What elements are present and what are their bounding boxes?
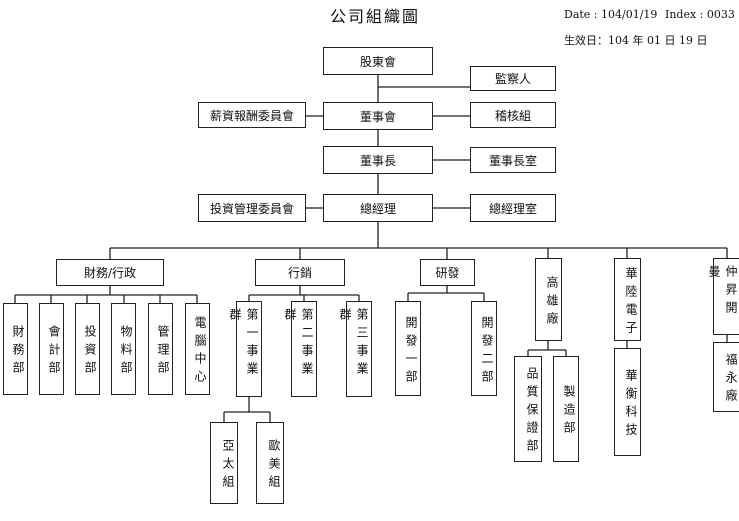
dept-finance-admin: 財務/行政 bbox=[56, 259, 164, 286]
dept-sales: 行銷 bbox=[255, 259, 345, 286]
unit-management: 管理部 bbox=[148, 303, 173, 395]
index-label: Index : 0033 bbox=[665, 8, 735, 21]
salary-committee: 薪資報酬委員會 bbox=[198, 102, 306, 128]
chairman-office: 董事長室 bbox=[470, 147, 556, 173]
unit-asia-pacific: 亞太組 bbox=[210, 422, 238, 504]
unit-business-group-3: 第三事業群 bbox=[338, 301, 372, 397]
gm-office: 總經理室 bbox=[470, 194, 556, 222]
dept-zhongsheng-cayman: 仲昇開曼 bbox=[707, 258, 739, 335]
unit-fuyong-plant: 福永廠 bbox=[713, 342, 739, 412]
unit-accounting: 會計部 bbox=[39, 303, 64, 395]
effective-date: 生效日：104 年 01 日 19 日 bbox=[564, 34, 708, 47]
dept-kaohsiung-plant: 高雄廠 bbox=[535, 258, 562, 341]
unit-business-group-2: 第二事業群 bbox=[283, 301, 317, 397]
board-of-directors: 董事會 bbox=[323, 102, 433, 130]
date-label: Date : 104/01/19 bbox=[564, 8, 658, 21]
unit-finance: 財務部 bbox=[3, 303, 28, 395]
supervisor: 監察人 bbox=[470, 66, 556, 91]
page-title: 公司組織圖 bbox=[330, 7, 421, 26]
unit-business-group-1: 第一事業群 bbox=[228, 301, 262, 397]
unit-materials: 物料部 bbox=[111, 303, 136, 395]
shareholders-meeting: 股東會 bbox=[323, 47, 433, 75]
unit-development-2: 開發二部 bbox=[471, 301, 497, 396]
unit-huaheng-technology: 華衡科技 bbox=[614, 348, 641, 456]
unit-development-1: 開發一部 bbox=[395, 301, 421, 396]
dept-hualu-electronics: 華陸電子 bbox=[614, 258, 641, 341]
unit-investment: 投資部 bbox=[75, 303, 100, 395]
unit-quality-assurance: 品質保證部 bbox=[514, 356, 542, 462]
unit-computer-center: 電腦中心 bbox=[185, 303, 210, 395]
investment-committee: 投資管理委員會 bbox=[198, 194, 306, 222]
general-manager: 總經理 bbox=[323, 194, 433, 222]
dept-rnd: 研發 bbox=[420, 259, 475, 286]
audit-team: 稽核組 bbox=[470, 102, 556, 128]
chairman: 董事長 bbox=[323, 146, 433, 174]
unit-europe-america: 歐美組 bbox=[256, 422, 284, 504]
unit-manufacturing: 製造部 bbox=[553, 356, 579, 462]
